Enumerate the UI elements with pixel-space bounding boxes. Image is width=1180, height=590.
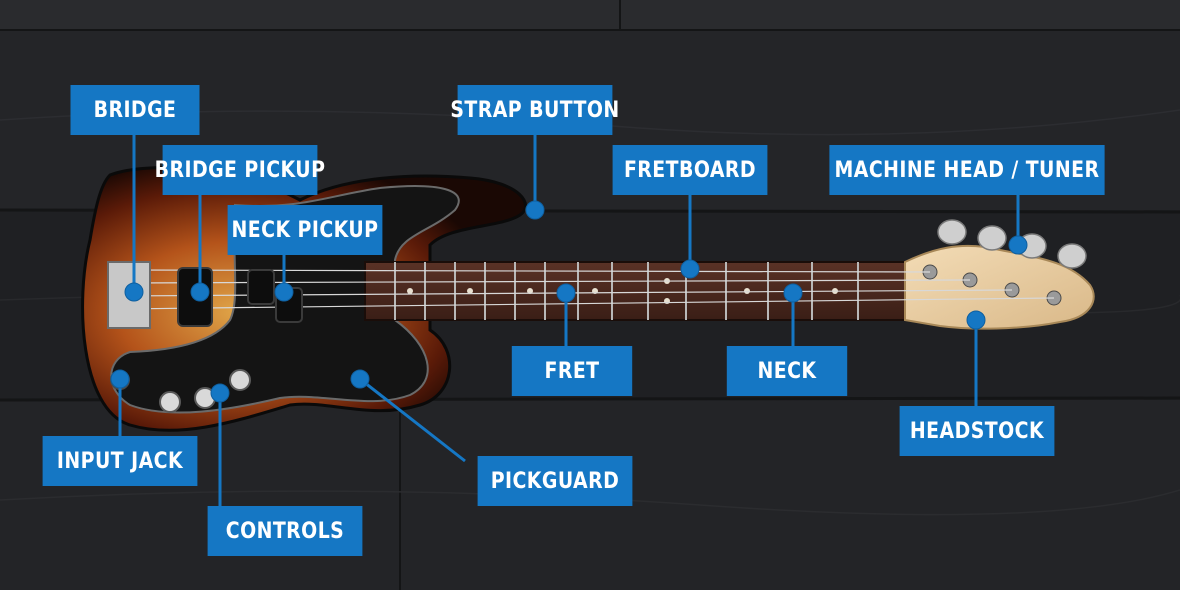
label-headstock: HEADSTOCK [899, 406, 1055, 456]
label-strap-button: STRAP BUTTON [450, 85, 619, 135]
control-knobs [159, 369, 251, 413]
label-bridge-pickup: BRIDGE PICKUP [155, 145, 325, 195]
label-neck: NECK [726, 346, 848, 396]
headstock-shape [904, 244, 1095, 330]
label-machine-head-tuner: MACHINE HEAD / TUNER [829, 145, 1105, 195]
label-fretboard: FRETBOARD [612, 145, 768, 195]
label-input-jack: INPUT JACK [42, 436, 198, 486]
label-pickguard: PICKGUARD [477, 456, 633, 506]
label-controls: CONTROLS [207, 506, 363, 556]
label-bridge: BRIDGE [70, 85, 200, 135]
label-fret: FRET [511, 346, 633, 396]
label-neck-pickup: NECK PICKUP [227, 205, 383, 255]
neck-pickup-a [247, 269, 275, 305]
